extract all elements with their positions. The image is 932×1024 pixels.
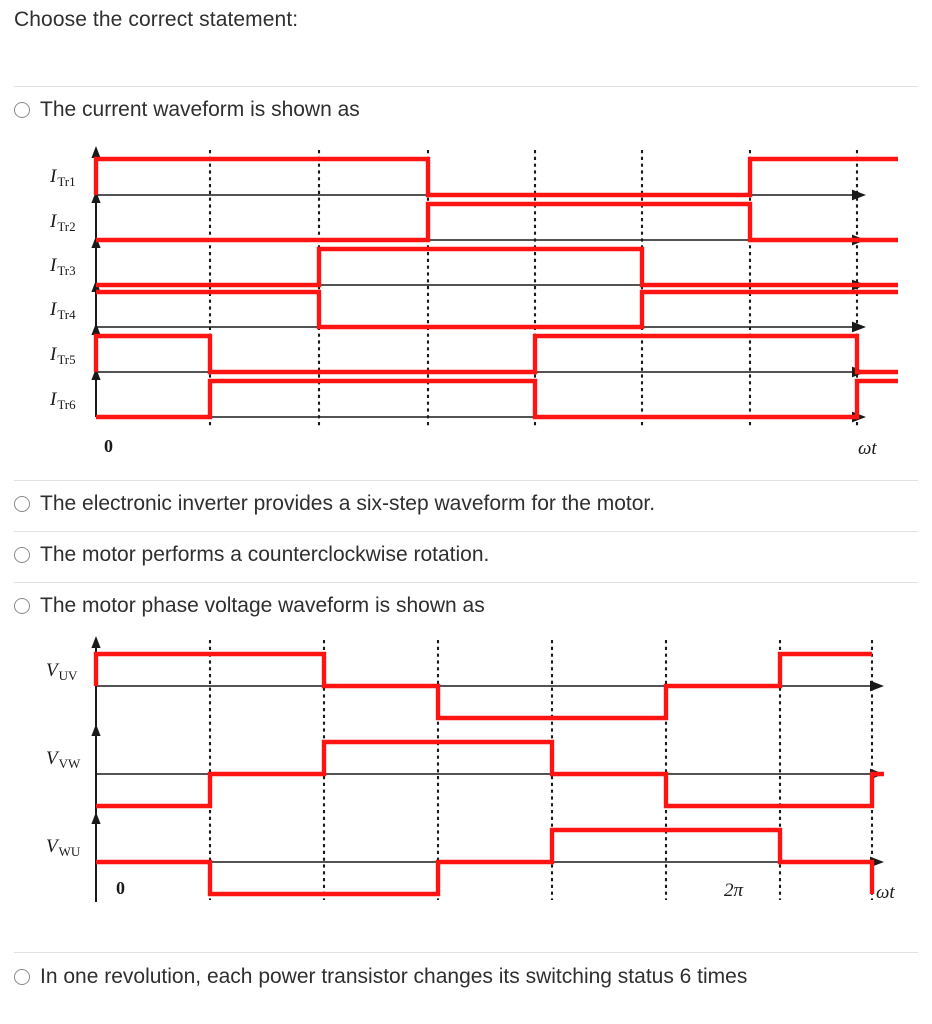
svg-text:ITr2: ITr2 xyxy=(49,211,76,234)
label-vvw-main: V xyxy=(46,748,60,769)
svg-text:ITr4: ITr4 xyxy=(49,299,76,322)
svg-text:ITr3: ITr3 xyxy=(49,255,76,278)
x-origin-label: 0 xyxy=(116,878,125,898)
option-ccw-rotation[interactable]: The motor performs a counterclockwise ro… xyxy=(14,541,489,569)
figure-transistor-currents: ITr1 ITr2 ITr3 ITr4 ITr5 ITr6 0 ωt xyxy=(36,140,906,470)
waveform-vvw xyxy=(96,739,884,809)
label-itr6-sub: Tr6 xyxy=(57,397,76,412)
waveform-itr3 xyxy=(96,246,898,288)
svg-text:VWU: VWU xyxy=(46,836,81,859)
option-six-step[interactable]: The electronic inverter provides a six-s… xyxy=(14,490,655,518)
waveform-itr4 xyxy=(96,289,898,330)
page-title: Choose the correct statement: xyxy=(14,8,299,31)
label-itr6-main: I xyxy=(49,389,58,410)
svg-text:ITr5: ITr5 xyxy=(49,344,76,367)
divider xyxy=(14,531,918,532)
waveform-itr6 xyxy=(96,378,898,420)
label-vuv-sub: UV xyxy=(59,668,78,683)
divider xyxy=(14,480,918,481)
label-itr4-main: I xyxy=(49,299,58,320)
label-itr2-sub: Tr2 xyxy=(57,219,75,234)
option-phase-voltage[interactable]: The motor phase voltage waveform is show… xyxy=(14,592,485,620)
svg-text:ITr6: ITr6 xyxy=(49,389,76,412)
label-itr4-sub: Tr4 xyxy=(57,307,76,322)
label-itr5-main: I xyxy=(49,344,58,365)
x-tick-2pi-label: 2π xyxy=(724,880,744,901)
x-origin-label: 0 xyxy=(104,436,113,456)
label-itr1-sub: Tr1 xyxy=(57,174,75,189)
option-six-times[interactable]: In one revolution, each power transistor… xyxy=(14,963,747,991)
label-vwu-sub: WU xyxy=(59,844,81,859)
label-vwu-main: V xyxy=(46,836,60,857)
label-itr3-sub: Tr3 xyxy=(57,263,75,278)
radio-option-six-times[interactable] xyxy=(14,969,30,985)
divider xyxy=(14,582,918,583)
divider xyxy=(14,86,918,87)
svg-text:ITr1: ITr1 xyxy=(49,166,76,189)
x-axis-label: ωt xyxy=(876,882,895,903)
option-label: The motor performs a counterclockwise ro… xyxy=(40,543,490,566)
svg-text:VVW: VVW xyxy=(46,748,81,771)
option-label: The motor phase voltage waveform is show… xyxy=(40,594,485,617)
divider xyxy=(14,952,918,953)
option-label: The electronic inverter provides a six-s… xyxy=(40,492,656,515)
svg-text:VUV: VUV xyxy=(46,660,78,683)
radio-option-six-step[interactable] xyxy=(14,496,30,512)
waveform-itr1 xyxy=(93,156,898,198)
radio-option-current-waveform[interactable] xyxy=(14,102,30,118)
radio-option-ccw-rotation[interactable] xyxy=(14,547,30,563)
label-vvw-sub: VW xyxy=(59,756,81,771)
radio-option-phase-voltage[interactable] xyxy=(14,598,30,614)
waveform-itr2 xyxy=(96,201,898,243)
label-itr1-main: I xyxy=(49,166,58,187)
figure-phase-voltages: VUV VVW VWU 0 2π ωt xyxy=(36,628,916,918)
waveform-itr5 xyxy=(93,333,898,375)
option-label: The current waveform is shown as xyxy=(40,98,360,121)
label-itr5-sub: Tr5 xyxy=(57,352,75,367)
option-label: In one revolution, each power transistor… xyxy=(40,965,748,988)
label-itr3-main: I xyxy=(49,255,58,276)
label-itr2-main: I xyxy=(49,211,58,232)
x-axis-label: ωt xyxy=(858,438,877,459)
waveform-vuv xyxy=(93,651,872,721)
option-current-waveform[interactable]: The current waveform is shown as xyxy=(14,96,360,124)
series-labels: VUV VVW VWU xyxy=(46,660,81,859)
waveform-vwu xyxy=(96,827,875,897)
series-labels: ITr1 ITr2 ITr3 ITr4 ITr5 ITr6 xyxy=(49,166,76,412)
label-vuv-main: V xyxy=(46,660,60,681)
